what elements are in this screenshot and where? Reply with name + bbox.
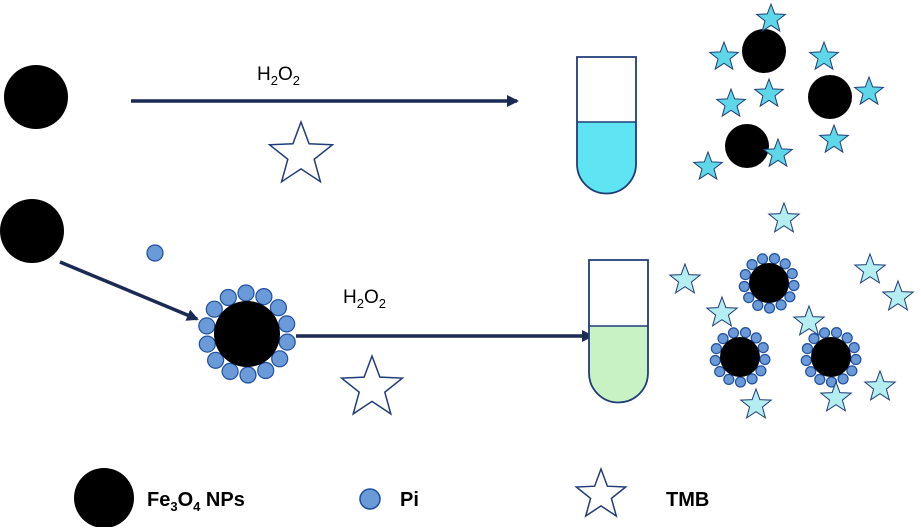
cluster-np-2-pi-dot <box>723 373 735 385</box>
cluster-np-3-pi-dot <box>830 327 843 339</box>
cluster-np-2-pi-dot <box>709 354 721 367</box>
coated-np-pi-dot <box>255 288 273 306</box>
coated-np-pi-dot <box>257 361 275 380</box>
cluster-np-3-pi-dot <box>814 373 826 385</box>
cluster-np-1-pi-dot <box>786 268 798 280</box>
cluster-np-1-pi-dot <box>768 253 781 265</box>
legend-tmb-star-icon <box>574 466 628 518</box>
top-oxidized-cluster <box>692 2 885 181</box>
coated-np-pi-dot <box>221 362 239 380</box>
cluster-np-2-pi-dot <box>710 343 723 355</box>
cluster-np-3-pi-dot <box>805 366 817 378</box>
cluster-np-2-pi-dot <box>714 366 726 378</box>
cluster-np-1-pi-dot <box>739 269 752 281</box>
cluster-np-3-pi-dot <box>808 333 820 345</box>
pi-coated-nanoparticle <box>198 284 296 384</box>
cluster-np-3-pi-dot <box>800 354 812 367</box>
coated-np-pi-dot <box>198 317 216 335</box>
legend-tmb-label: TMB <box>666 489 709 511</box>
cluster-np-3-pi-dot <box>850 353 862 366</box>
coated-np-pi-dot <box>278 333 296 351</box>
cluster-np-1-pi-dot <box>788 279 800 292</box>
cluster-np-2-pi-dot <box>755 365 767 377</box>
legend-nanoparticle-icon <box>74 468 134 528</box>
coated-np-pi-dot <box>239 366 257 384</box>
cluster-np-1-pi-dot <box>779 258 791 270</box>
cluster-np-2-pi-dot <box>727 327 740 339</box>
coated-np-pi-dot <box>271 350 289 368</box>
bottom-tmb-star-icon <box>339 353 405 416</box>
cluster-np-3-pi-dot <box>841 332 853 344</box>
coated-np-pi-dot <box>219 288 237 307</box>
top-tmb-star-icon <box>267 119 335 184</box>
cluster-np-1-pi-dot <box>784 291 796 303</box>
cluster-np-2-pi-dot <box>750 332 762 344</box>
bottom-h2o2-label: H2O2 <box>343 287 386 311</box>
legend-pi-icon <box>359 488 381 510</box>
coated-np-pi-dot <box>269 299 287 317</box>
cluster-np-1-pi-dot <box>743 292 755 304</box>
coated-np-pi-dot <box>278 315 296 333</box>
cluster-np-2-pi-dot <box>757 342 769 354</box>
top-test-tube-icon <box>576 56 637 195</box>
top-h2o2-label: H2O2 <box>257 64 300 88</box>
cluster-np-3-pi-dot <box>848 342 860 354</box>
legend-nps-label: Fe3O4 NPs <box>147 489 245 514</box>
coated-np-pi-dot <box>198 335 216 353</box>
legend-pi-label: Pi <box>400 489 419 511</box>
cluster-np-2-pi-dot <box>759 353 771 366</box>
bottom-nanoparticle <box>0 199 64 263</box>
coated-np-pi-dot <box>205 300 223 318</box>
bottom-inhibited-cluster <box>668 201 915 420</box>
coated-np-pi-dot <box>237 284 255 302</box>
cluster-np-2-pi-dot <box>739 327 752 339</box>
cluster-np-3-pi-dot <box>837 373 849 385</box>
cluster-np-1-pi-dot <box>763 302 776 314</box>
coated-np-pi-dot <box>207 351 225 369</box>
cluster-np-2-pi-dot <box>717 333 729 345</box>
cluster-np-1-pi-dot <box>738 280 750 293</box>
cluster-np-3-pi-dot <box>846 365 858 377</box>
cluster-np-2-pi-dot <box>746 373 758 385</box>
bottom-free-pi <box>146 244 164 262</box>
cluster-np-2-pi-dot <box>734 376 747 388</box>
cluster-np-1-pi-dot <box>746 259 758 271</box>
top-nanoparticle <box>4 65 68 129</box>
cluster-np-1-pi-dot <box>752 299 764 311</box>
cluster-np-1-pi-dot <box>756 253 769 265</box>
bottom-binding-arrow <box>59 260 199 321</box>
cluster-np-3-pi-dot <box>818 327 831 339</box>
cluster-np-3-pi-dot <box>801 343 814 355</box>
legend: Fe3O4 NPs Pi TMB <box>74 466 709 528</box>
cluster-np-1-pi-dot <box>775 299 787 311</box>
bottom-test-tube-icon <box>588 259 649 404</box>
